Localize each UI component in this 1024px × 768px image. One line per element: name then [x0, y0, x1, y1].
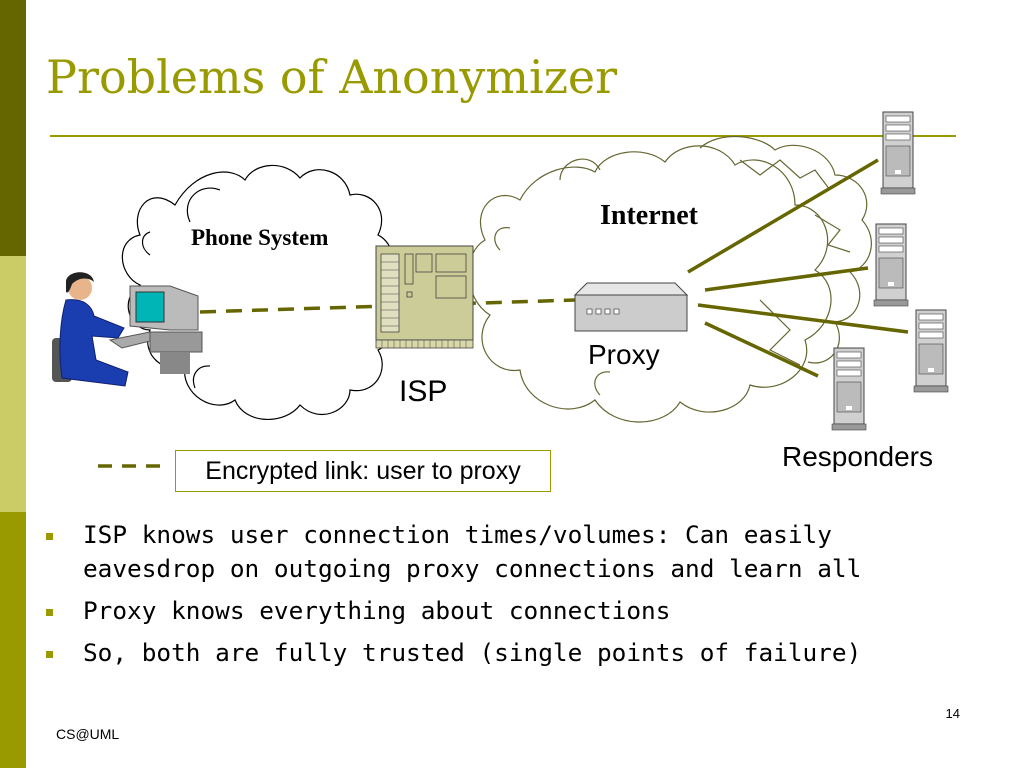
legend-text: Encrypted link: user to proxy — [205, 456, 521, 485]
internet-label: Internet — [600, 200, 699, 231]
bullet-text: So, both are fully trusted (single point… — [83, 638, 862, 667]
isp-device-icon — [375, 245, 474, 349]
bullet-text: Proxy knows everything about connections — [83, 596, 671, 625]
footer-text: CS@UML — [56, 726, 120, 742]
responder-links — [687, 158, 909, 378]
bullet-item: ISP knows user connection times/volumes:… — [46, 518, 946, 586]
responder-link-4 — [704, 321, 819, 378]
title-underline — [50, 135, 956, 137]
responders-label: Responders — [782, 441, 933, 472]
responder-link-3 — [697, 303, 909, 334]
responder-link-2 — [704, 266, 869, 292]
legend-box: Encrypted link: user to proxy — [175, 450, 551, 492]
slide-title: Problems of Anonymizer — [46, 50, 618, 104]
isp-label: ISP — [399, 375, 447, 408]
square-bullet-icon — [46, 533, 53, 540]
responder-server-icon-1 — [880, 111, 916, 195]
phone-system-label: Phone System — [191, 225, 328, 250]
responder-server-icon-2 — [873, 223, 909, 307]
proxy-label: Proxy — [588, 339, 660, 370]
bullet-item: Proxy knows everything about connections — [46, 594, 946, 628]
responder-link-1 — [687, 158, 879, 274]
side-bar-dark — [0, 0, 26, 256]
internet-cloud — [467, 136, 872, 423]
responder-server-icon-3 — [913, 309, 949, 393]
bullet-item: So, both are fully trusted (single point… — [46, 636, 946, 670]
page-number: 14 — [945, 706, 960, 721]
bullet-text: ISP knows user connection times/volumes:… — [83, 520, 862, 583]
user-at-computer-icon — [52, 272, 203, 387]
responder-server-icon-4 — [831, 347, 867, 431]
bullet-list: ISP knows user connection times/volumes:… — [46, 518, 946, 678]
square-bullet-icon — [46, 651, 53, 658]
square-bullet-icon — [46, 609, 53, 616]
side-bar-light — [0, 256, 26, 512]
side-bar-medium — [0, 512, 26, 768]
proxy-device-icon — [573, 282, 689, 332]
